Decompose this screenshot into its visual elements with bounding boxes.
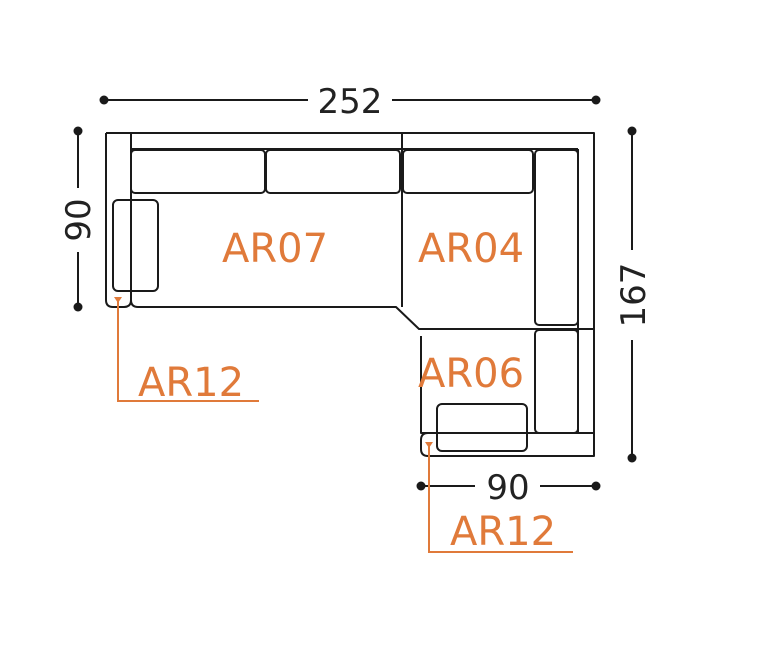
- back-cushion: [265, 149, 401, 194]
- dimension-bottom-label: 90: [486, 468, 529, 508]
- module-label-chaise: AR06: [418, 351, 524, 397]
- pillow-chaise: [436, 403, 528, 452]
- back-cushion: [534, 329, 579, 434]
- dimension-top: 252: [99, 82, 601, 122]
- module-label-pillow-left: AR12: [138, 360, 244, 406]
- sofa-outline: [105, 132, 595, 457]
- dimension-top-label: 252: [318, 82, 383, 122]
- dimension-left-label: 90: [59, 198, 99, 241]
- dimension-right-label: 167: [614, 263, 654, 328]
- dimension-left: 90: [59, 126, 99, 312]
- leader-pillow-left: AR12: [114, 297, 259, 406]
- module-label-main: AR07: [222, 226, 328, 272]
- back-cushion: [130, 149, 266, 194]
- back-cushion: [402, 149, 534, 194]
- pillow-left: [112, 199, 159, 292]
- module-label-pillow-chaise: AR12: [450, 509, 556, 555]
- dimension-bottom: 90: [416, 468, 601, 508]
- back-cushion: [534, 149, 579, 326]
- leader-pillow-chaise: AR12: [425, 442, 573, 555]
- module-label-corner: AR04: [418, 226, 524, 272]
- dimension-right: 167: [614, 126, 654, 463]
